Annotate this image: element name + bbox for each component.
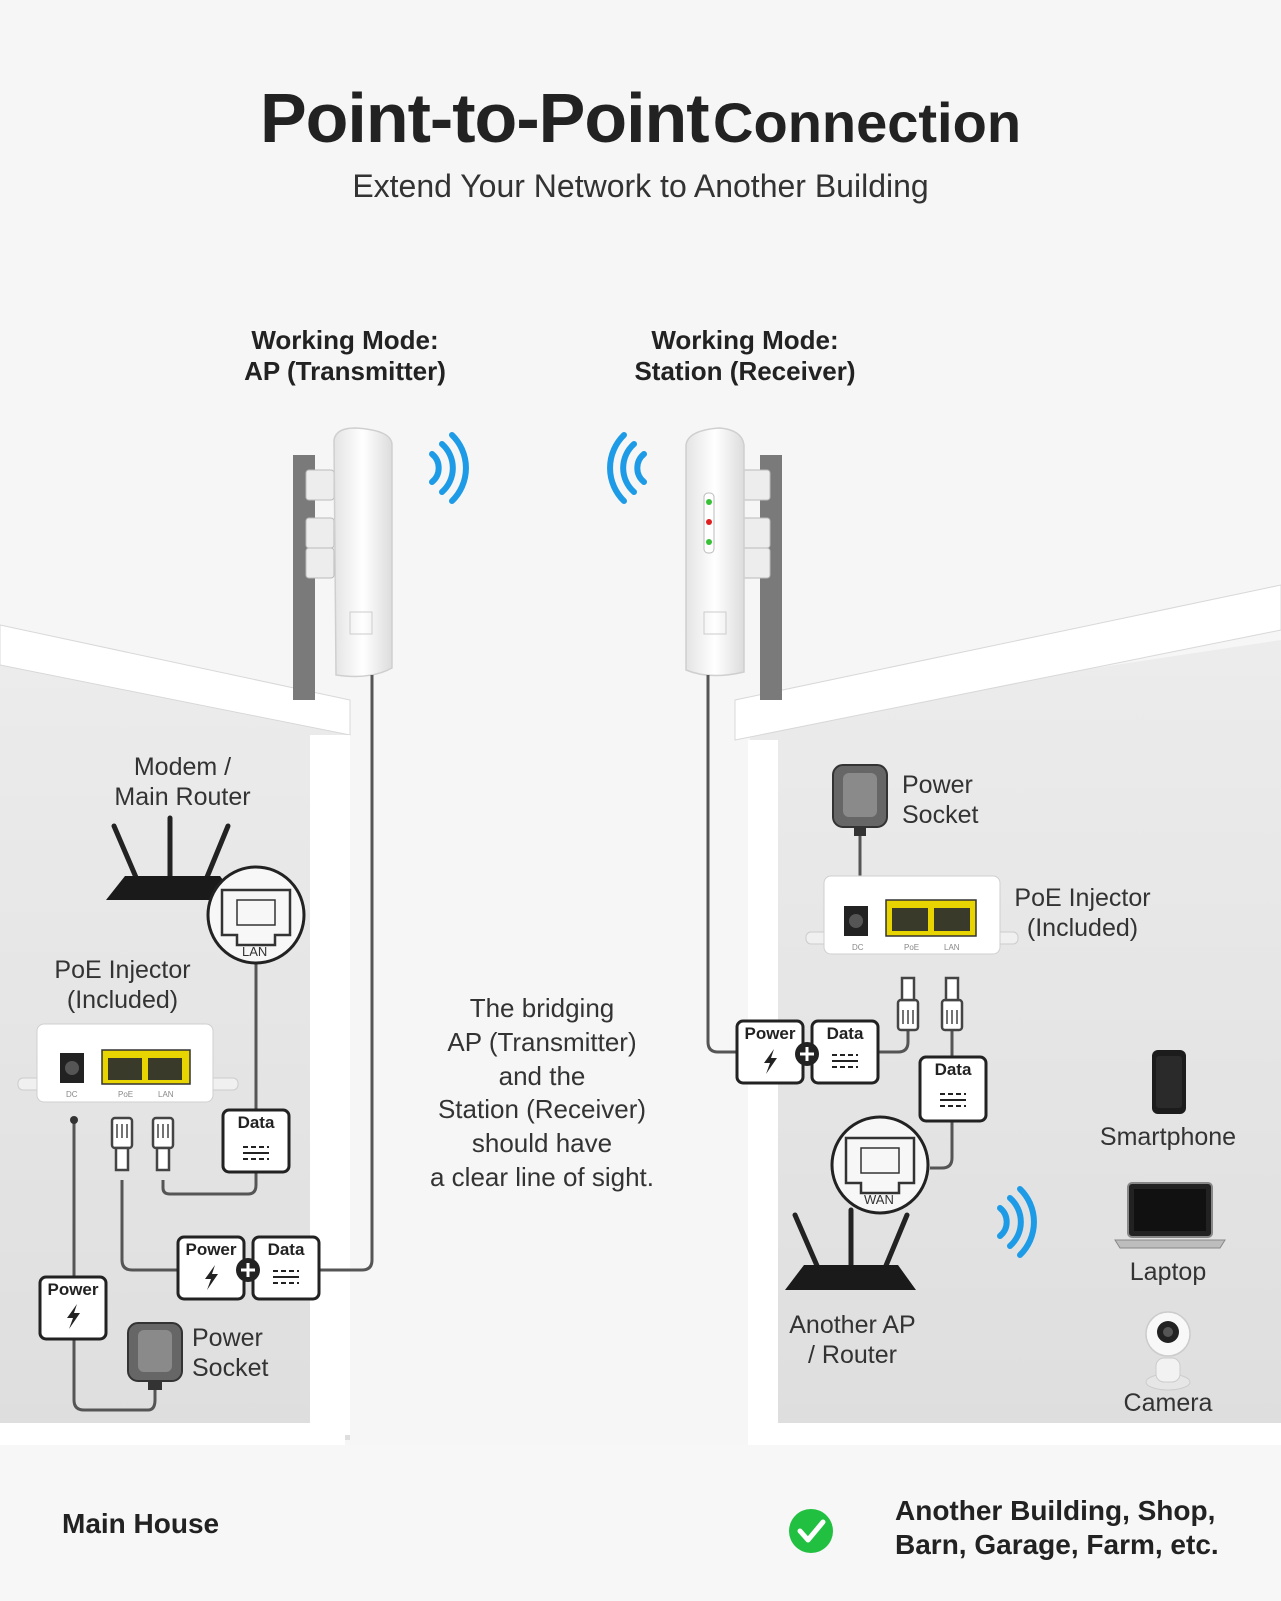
another-building-line1: Another Building, Shop, [895, 1495, 1216, 1526]
station-receiver-cpe [685, 427, 782, 700]
note-line3: and the [498, 1060, 586, 1091]
note-line2: AP (Transmitter) [447, 1026, 637, 1057]
data-badge-label: Data [267, 1240, 305, 1259]
note-line4: Station (Receiver) [437, 1094, 647, 1125]
mounting-pole [760, 455, 782, 700]
left-poe-port-label: PoE [118, 1090, 134, 1099]
camera-icon [1145, 1311, 1191, 1391]
wan-port-label: WAN [864, 1192, 894, 1207]
page-subtitle: Extend Your Network to Another Building [352, 168, 929, 204]
wan-port-zoom [830, 1115, 930, 1215]
wifi-signal-icon [432, 435, 466, 501]
router-icon [106, 815, 238, 900]
another-router-label: Another AP / Router [770, 1310, 935, 1370]
right-poe-line2: (Included) [1026, 914, 1139, 942]
rj45-connector-icon [896, 976, 920, 1032]
power-badge [38, 1275, 108, 1341]
main-house-label: Main House [62, 1508, 220, 1539]
another-router-line2: / Router [808, 1341, 897, 1369]
right-poe-port-label: PoE [904, 943, 920, 952]
smartphone-icon [1152, 1050, 1186, 1114]
ap-transmitter-cpe [293, 427, 393, 700]
rj45-connector-icon [151, 1116, 175, 1172]
data-badge-label: Data [934, 1060, 972, 1079]
left-poe-label: PoE Injector (Included) [40, 955, 205, 1015]
left-cables [72, 675, 374, 1412]
laptop-label: Laptop [1129, 1258, 1207, 1286]
data-badge-label: Data [826, 1024, 864, 1043]
power-adapter-icon [127, 1322, 183, 1390]
modem-label-line2: Main Router [114, 783, 251, 811]
note-line5: should have [471, 1128, 613, 1159]
right-socket-line2: Socket [902, 801, 979, 829]
left-socket-label: Power Socket [192, 1323, 268, 1383]
right-mode-label: Working Mode: Station (Receiver) [620, 325, 870, 387]
rj45-connector-icon [940, 976, 964, 1032]
left-socket-line1: Power [192, 1324, 263, 1352]
smartphone-label: Smartphone [1099, 1123, 1237, 1151]
data-badge [918, 1055, 988, 1123]
right-dc-port-label: DC [852, 943, 864, 952]
laptop-icon [1114, 1182, 1226, 1249]
left-lan-port-label: LAN [158, 1090, 174, 1099]
check-icon [789, 1509, 833, 1553]
modem-label: Modem / Main Router [100, 752, 265, 812]
title-bold: Point-to-Point [259, 79, 710, 157]
data-badge [221, 1108, 291, 1174]
note-line1: The bridging [469, 993, 615, 1023]
line-of-sight-note: The bridging AP (Transmitter) and the St… [420, 992, 664, 1195]
title-regular: Connection [713, 91, 1022, 154]
mounting-pole [293, 455, 315, 700]
modem-label-line1: Modem / [133, 753, 232, 781]
plus-icon [236, 1258, 260, 1282]
wifi-signal-icon [610, 435, 644, 501]
power-adapter-icon [832, 764, 888, 836]
page-title: Point-to-Point Connection [0, 78, 1281, 158]
another-building-line2: Barn, Garage, Farm, etc. [895, 1529, 1219, 1561]
right-socket-line1: Power [902, 771, 973, 799]
left-poe-line2: (Included) [66, 986, 179, 1014]
lan-port-zoom [206, 865, 306, 965]
right-poe-injector [805, 875, 1019, 955]
left-mode-label: Working Mode: AP (Transmitter) [225, 325, 465, 387]
left-poe-line1: PoE Injector [54, 956, 191, 984]
note-line6: a clear line of sight. [429, 1161, 654, 1192]
right-lan-port-label: LAN [944, 943, 960, 952]
plus-icon [795, 1042, 819, 1066]
left-mode-line1: Working Mode: [251, 325, 439, 355]
right-poe-label: PoE Injector (Included) [1000, 883, 1165, 943]
data-badge-label: Data [237, 1113, 275, 1132]
right-poe-line1: PoE Injector [1014, 884, 1151, 912]
ground [0, 1445, 1281, 1601]
another-building-label: Another Building, Shop, Barn, Garage, Fa… [895, 1494, 1219, 1562]
lan-port-label: LAN [242, 944, 268, 959]
power-badge-label: Power [185, 1240, 237, 1259]
another-router-line1: Another AP [789, 1311, 916, 1339]
camera-label: Camera [1123, 1389, 1213, 1417]
left-poe-injector [17, 1023, 239, 1103]
left-dc-port-label: DC [66, 1090, 78, 1099]
left-socket-line2: Socket [192, 1354, 269, 1382]
power-badge-label: Power [47, 1280, 99, 1299]
left-mode-line2: AP (Transmitter) [244, 356, 446, 387]
rj45-connector-icon [110, 1116, 134, 1172]
router-icon [785, 1207, 916, 1290]
right-mode-line2: Station (Receiver) [634, 356, 856, 387]
right-mode-line1: Working Mode: [651, 325, 839, 355]
power-badge-label: Power [744, 1024, 796, 1043]
right-socket-label: Power Socket [902, 770, 978, 830]
